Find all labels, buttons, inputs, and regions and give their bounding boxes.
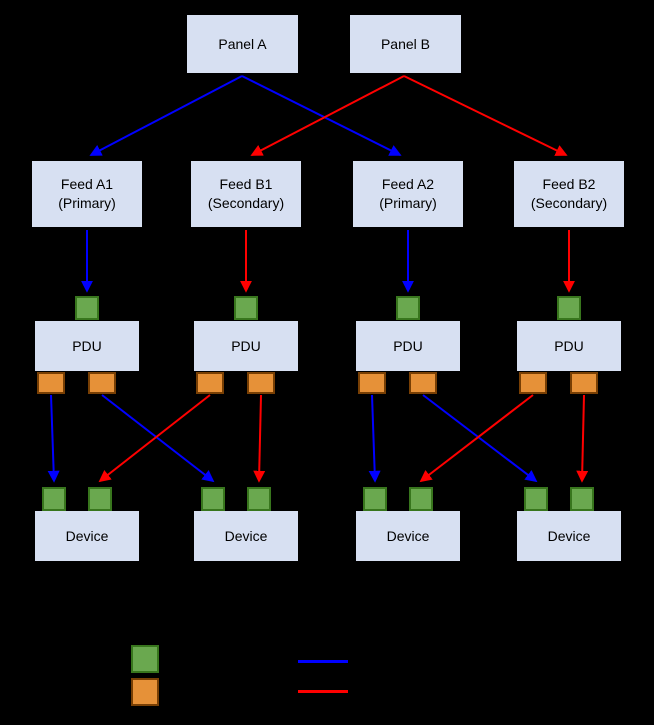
- pdu1-label: PDU: [72, 337, 102, 354]
- device1-port-left: [42, 487, 66, 511]
- device2-node: Device: [193, 510, 299, 562]
- feed-a2-role: (Primary): [379, 195, 437, 211]
- panel-a-label: Panel A: [218, 35, 267, 52]
- edge-pdu4-device4: [576, 394, 589, 483]
- pdu4-label: PDU: [554, 337, 584, 354]
- device3-port-right: [409, 487, 433, 511]
- feed-b2-role: (Secondary): [530, 195, 608, 211]
- device3-label: Device: [386, 527, 430, 544]
- edge-panel-b-feed-b2: [403, 75, 568, 156]
- device3-port-left: [363, 487, 387, 511]
- legend-input-port-swatch: [131, 645, 159, 673]
- edge-pdu3-device3: [368, 394, 381, 483]
- feed-a2-node: Feed A2 (Primary): [352, 160, 464, 228]
- pdu2-node: PDU: [193, 320, 299, 372]
- pdu3-output-port-right: [409, 372, 437, 394]
- device1-node: Device: [34, 510, 140, 562]
- feed-b2-name: Feed B2: [542, 176, 596, 192]
- device2-port-left: [201, 487, 225, 511]
- panel-a-node: Panel A: [186, 14, 299, 74]
- device3-node: Device: [355, 510, 461, 562]
- device1-port-right: [88, 487, 112, 511]
- feed-b1-role: (Secondary): [207, 195, 285, 211]
- pdu4-node: PDU: [516, 320, 622, 372]
- feed-a1-node: Feed A1 (Primary): [31, 160, 143, 228]
- panel-b-label: Panel B: [380, 35, 431, 52]
- pdu4-output-port-right: [570, 372, 598, 394]
- pdu1-node: PDU: [34, 320, 140, 372]
- feed-b1-name: Feed B1: [219, 176, 273, 192]
- device1-label: Device: [65, 527, 109, 544]
- pdu4-output-port-left: [519, 372, 547, 394]
- feed-b1-node: Feed B1 (Secondary): [190, 160, 302, 228]
- edge-pdu2-device2: [253, 394, 266, 483]
- edge-pdu2-device1: [98, 394, 211, 483]
- feed-b2-node: Feed B2 (Secondary): [513, 160, 625, 228]
- legend-primary-line: [298, 660, 348, 663]
- pdu2-output-port-right: [247, 372, 275, 394]
- pdu1-output-port-right: [88, 372, 116, 394]
- pdu1-input-port: [75, 296, 99, 320]
- feed-a1-role: (Primary): [58, 195, 116, 211]
- panel-b-node: Panel B: [349, 14, 462, 74]
- feed-a1-name: Feed A1: [60, 176, 114, 192]
- edge-pdu3-device4: [422, 394, 538, 483]
- edge-pdu1-device1: [47, 394, 60, 483]
- legend-output-port-swatch: [131, 678, 159, 706]
- edge-panel-a-feed-a2: [241, 75, 402, 156]
- edge-pdu1-device2: [101, 394, 215, 483]
- device4-node: Device: [516, 510, 622, 562]
- pdu2-input-port: [234, 296, 258, 320]
- pdu3-node: PDU: [355, 320, 461, 372]
- pdu2-output-port-left: [196, 372, 224, 394]
- edge-pdu4-device3: [419, 394, 534, 483]
- feed-a2-name: Feed A2: [381, 176, 435, 192]
- device4-port-left: [524, 487, 548, 511]
- pdu3-label: PDU: [393, 337, 423, 354]
- pdu3-input-port: [396, 296, 420, 320]
- device4-port-right: [570, 487, 594, 511]
- pdu4-input-port: [557, 296, 581, 320]
- legend-secondary-line: [298, 690, 348, 693]
- edge-panel-b-feed-b1: [250, 75, 405, 156]
- edge-panel-a-feed-a1: [89, 75, 243, 156]
- pdu2-label: PDU: [231, 337, 261, 354]
- pdu1-output-port-left: [37, 372, 65, 394]
- device4-label: Device: [547, 527, 591, 544]
- device2-port-right: [247, 487, 271, 511]
- pdu3-output-port-left: [358, 372, 386, 394]
- device2-label: Device: [224, 527, 268, 544]
